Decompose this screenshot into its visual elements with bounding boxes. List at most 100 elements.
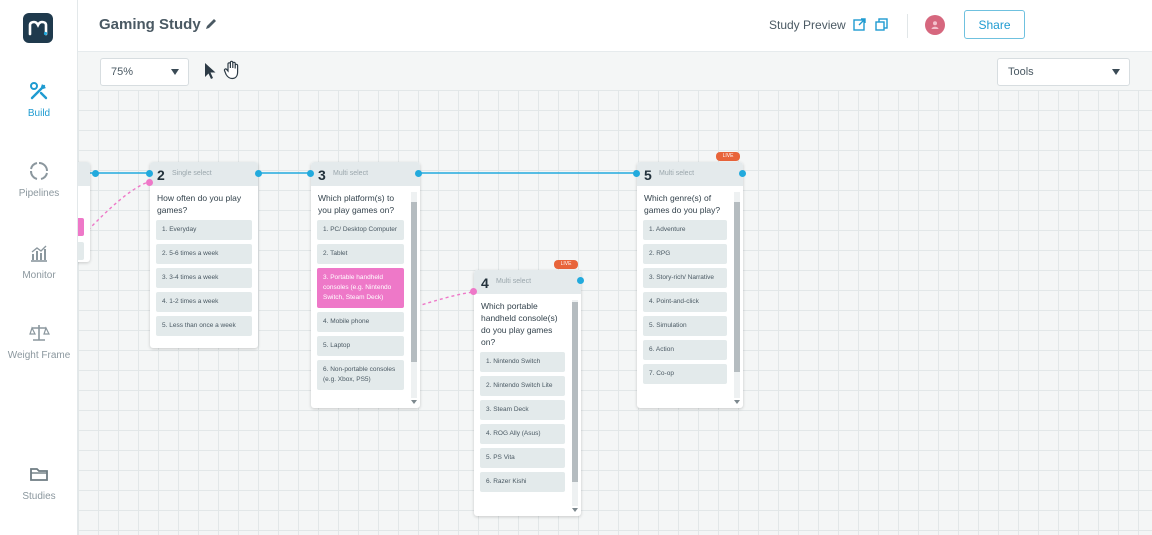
sidebar-item-studies[interactable]: Studies	[0, 463, 78, 502]
branch-connector	[410, 291, 474, 309]
option-item[interactable]: 4. Point-and-click	[643, 292, 727, 312]
option-item[interactable]: 3. Steam Deck	[480, 400, 565, 420]
avatar[interactable]	[925, 15, 945, 35]
external-link-icon[interactable]	[853, 18, 866, 31]
pencil-icon[interactable]	[204, 17, 218, 31]
zoom-value: 75%	[111, 66, 134, 78]
scrollbar-thumb[interactable]	[734, 202, 740, 372]
question-card-4[interactable]: 4 Multi select Which portable handheld c…	[474, 270, 581, 516]
sidebar-item-label: Weight Frame	[7, 350, 71, 361]
question-text: Which platform(s) to you play games on?	[318, 193, 395, 215]
option-item[interactable]: 1. Everyday	[156, 220, 252, 240]
scrollbar[interactable]	[734, 192, 740, 398]
sidebar: Build Pipelines Monitor Weight Frame	[0, 0, 78, 535]
monitor-icon	[31, 245, 47, 262]
branch-connector	[87, 181, 149, 231]
option-item[interactable]: 2. 5-6 times a week	[156, 244, 252, 264]
sidebar-item-build[interactable]: Build	[0, 80, 78, 119]
pointer-icon[interactable]	[203, 62, 217, 80]
option-item[interactable]: 4. 1-2 times a week	[156, 292, 252, 312]
scroll-down-icon[interactable]	[411, 400, 417, 404]
option-item[interactable]: 5. Less than once a week	[156, 316, 252, 336]
copy-icon[interactable]	[875, 18, 888, 31]
chevron-down-icon	[171, 69, 179, 75]
pipelines-icon	[30, 162, 48, 180]
output-port[interactable]	[415, 170, 422, 177]
option-item[interactable]: 1. PC/ Desktop Computer	[317, 220, 404, 240]
card-1-partial[interactable]	[78, 162, 90, 262]
option-item[interactable]: 4. Mobile phone	[317, 312, 404, 332]
question-text: How often do you play games?	[157, 193, 242, 215]
question-text: Which portable handheld console(s) do yo…	[481, 301, 558, 347]
card-header: 4 Multi select	[474, 270, 581, 294]
option-item[interactable]: 5. Simulation	[643, 316, 727, 336]
branch-port[interactable]	[146, 179, 153, 186]
option-item-selected[interactable]: 3. Portable handheld consoles (e.g. Nint…	[317, 268, 404, 308]
weight-icon	[29, 325, 50, 341]
scrollbar[interactable]	[411, 192, 417, 398]
chevron-down-icon	[1112, 69, 1120, 75]
option-item[interactable]: 7. Co-op	[643, 364, 727, 384]
output-port[interactable]	[577, 277, 584, 284]
input-port[interactable]	[307, 170, 314, 177]
option-item[interactable]: 2. Nintendo Switch Lite	[480, 376, 565, 396]
question-type: Multi select	[496, 278, 532, 285]
question-number: 3	[318, 167, 326, 183]
option-item[interactable]: 1. Nintendo Switch	[480, 352, 565, 372]
build-icon	[30, 82, 48, 100]
tools-select[interactable]: Tools	[997, 58, 1130, 86]
output-port[interactable]	[92, 170, 99, 177]
selected-option[interactable]	[78, 218, 84, 236]
question-type: Multi select	[333, 170, 369, 177]
question-card-3[interactable]: 3 Multi select Which platform(s) to you …	[311, 162, 420, 408]
output-port[interactable]	[739, 170, 746, 177]
input-port[interactable]	[146, 170, 153, 177]
input-port[interactable]	[633, 170, 640, 177]
option-item[interactable]: 5. PS Vita	[480, 448, 565, 468]
sidebar-item-label: Pipelines	[18, 188, 60, 199]
logo-icon[interactable]	[23, 13, 53, 43]
option-item[interactable]: 6. Action	[643, 340, 727, 360]
sidebar-item-label: Monitor	[22, 270, 56, 281]
study-preview-link[interactable]: Study Preview	[769, 18, 846, 32]
tools-label: Tools	[1008, 66, 1034, 78]
divider	[907, 14, 908, 38]
sidebar-item-label: Build	[27, 108, 51, 119]
option-item[interactable]: 6. Razer Kishi	[480, 472, 565, 492]
share-button[interactable]: Share	[964, 10, 1025, 39]
card-header: 5 Multi select	[637, 162, 743, 186]
card-header: 3 Multi select	[311, 162, 420, 186]
scrollbar-thumb[interactable]	[411, 202, 417, 362]
branch-port[interactable]	[470, 288, 477, 295]
scroll-down-icon[interactable]	[734, 400, 740, 404]
scrollbar-thumb[interactable]	[572, 302, 578, 482]
option-item[interactable]: 2. Tablet	[317, 244, 404, 264]
option-item[interactable]: 4. ROG Ally (Asus)	[480, 424, 565, 444]
option-item[interactable]: 6. Non-portable consoles (e.g. Xbox, PS5…	[317, 360, 404, 390]
option-item[interactable]: 1. Adventure	[643, 220, 727, 240]
option-item[interactable]: 2. RPG	[643, 244, 727, 264]
header: Gaming Study Study Preview Share	[78, 0, 1152, 52]
question-number: 2	[157, 167, 165, 183]
question-number: 5	[644, 167, 652, 183]
scroll-down-icon[interactable]	[572, 508, 578, 512]
option-item[interactable]: 3. Story-rich/ Narrative	[643, 268, 727, 288]
live-tag: LIVE	[716, 152, 740, 161]
folder-icon	[30, 468, 48, 481]
zoom-select[interactable]: 75%	[100, 58, 189, 86]
option-item[interactable]: 5. Laptop	[317, 336, 404, 356]
card-header	[78, 162, 90, 186]
sidebar-item-monitor[interactable]: Monitor	[0, 242, 78, 281]
sidebar-item-label: Studies	[22, 491, 56, 502]
sidebar-item-weight-frame[interactable]: Weight Frame	[0, 322, 78, 361]
option-item[interactable]: 3. 3-4 times a week	[156, 268, 252, 288]
page-title: Gaming Study	[99, 16, 201, 33]
flow-canvas[interactable]: 2 Single select How often do you play ga…	[78, 90, 1152, 535]
hand-icon[interactable]	[223, 60, 241, 80]
scrollbar[interactable]	[572, 300, 578, 506]
output-port[interactable]	[255, 170, 262, 177]
sidebar-item-pipelines[interactable]: Pipelines	[0, 160, 78, 199]
question-card-5[interactable]: 5 Multi select Which genre(s) of games d…	[637, 162, 743, 408]
option[interactable]	[78, 242, 84, 260]
question-card-2[interactable]: 2 Single select How often do you play ga…	[150, 162, 258, 348]
